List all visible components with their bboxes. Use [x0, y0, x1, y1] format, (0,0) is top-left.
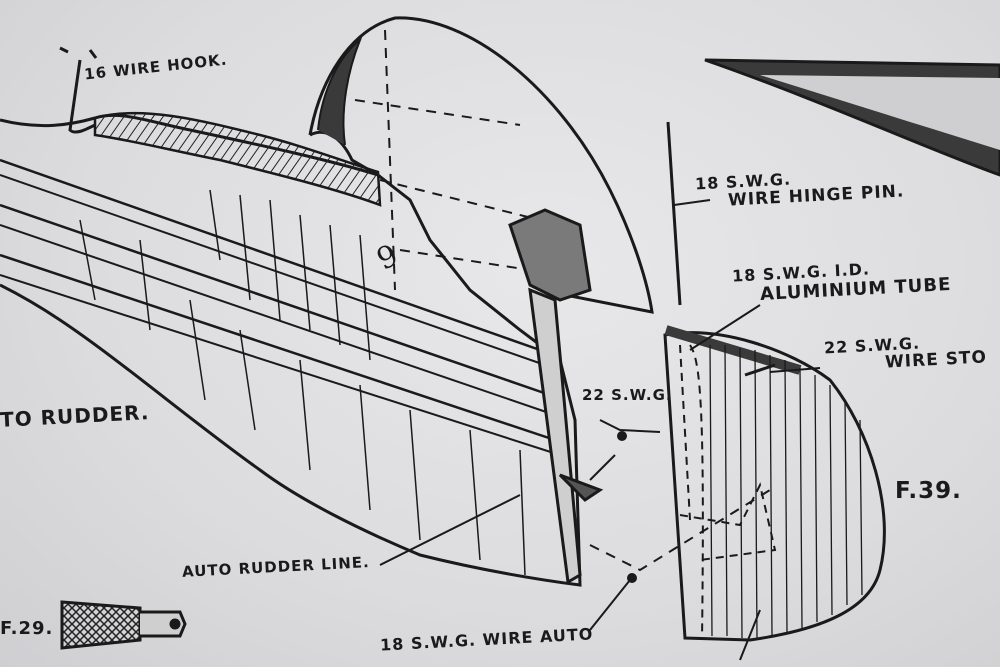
- tail-fin: [308, 16, 654, 314]
- rudder: [663, 325, 886, 642]
- fig-29-label: F.29.: [0, 618, 54, 639]
- fig-39-label: F.39.: [895, 478, 962, 504]
- rudder-post: [508, 208, 604, 585]
- wire-hook: [59, 46, 98, 134]
- fig-29-part: [60, 600, 187, 650]
- hinge-pin: [666, 121, 711, 306]
- fuselage-tail: [0, 113, 582, 587]
- small-gauge-label: 22 S.W.G.: [582, 386, 673, 404]
- leader-lines: [379, 304, 821, 661]
- hatched-decking: [93, 111, 382, 207]
